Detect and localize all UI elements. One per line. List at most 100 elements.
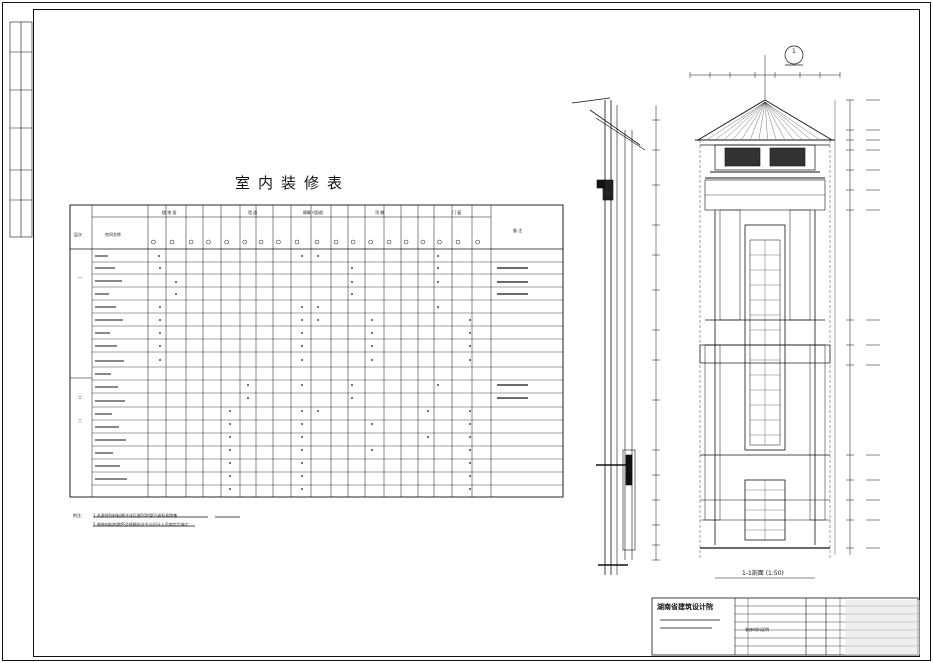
check-mark <box>301 319 303 321</box>
check-mark <box>371 332 373 334</box>
check-mark <box>301 449 303 451</box>
check-mark <box>351 293 353 295</box>
header-group-wall: 墙 面 <box>248 210 258 215</box>
check-mark <box>469 345 471 347</box>
check-mark <box>301 475 303 477</box>
check-mark <box>469 410 471 412</box>
roof-tile-line <box>764 101 777 140</box>
check-mark <box>159 267 161 269</box>
upper-window-right <box>769 147 806 167</box>
check-mark <box>301 306 303 308</box>
check-mark <box>301 488 303 490</box>
check-mark <box>159 359 161 361</box>
note-line-1: 1.本表所列材料做法详见湘2000J01省标准图集 <box>93 513 178 518</box>
header-legend-circle <box>258 239 264 245</box>
header-legend-circle <box>403 239 409 245</box>
header-legend-circle <box>169 239 175 245</box>
roof-tile-line <box>758 101 766 140</box>
check-mark <box>437 384 439 386</box>
header-legend-circle <box>314 239 320 245</box>
elevation-caption: 1-1剖面 (1:50) <box>742 570 784 577</box>
section-marker-circle <box>784 45 804 65</box>
titleblock-drawing-name: 装修材料说明 <box>745 627 769 632</box>
check-mark <box>159 306 161 308</box>
check-mark <box>301 255 303 257</box>
check-mark <box>351 384 353 386</box>
check-mark <box>317 410 319 412</box>
side-pier <box>809 344 826 521</box>
check-mark <box>301 384 303 386</box>
header-floor: 层次 <box>74 232 82 237</box>
check-mark <box>159 319 161 321</box>
side-pier <box>719 209 741 321</box>
check-mark <box>301 436 303 438</box>
check-mark <box>351 397 353 399</box>
header-legend-circle <box>294 239 300 245</box>
header-legend-circle <box>437 239 442 245</box>
header-legend-circle <box>475 239 480 245</box>
header-room: 房间名称 <box>105 232 121 237</box>
check-mark <box>371 449 373 451</box>
check-mark <box>229 475 231 477</box>
upper-band <box>714 144 816 171</box>
section-node <box>625 454 633 486</box>
check-mark <box>371 359 373 361</box>
header-group-floor: 楼 地 面 <box>162 210 177 215</box>
roof-tile-line <box>707 101 766 140</box>
header-legend-circle <box>224 239 229 245</box>
roof-eave-line <box>571 97 611 104</box>
roof-tile-line <box>764 101 802 140</box>
check-mark <box>437 281 439 283</box>
check-mark <box>229 436 231 438</box>
floor-label-1: 一 <box>78 275 82 280</box>
check-mark <box>229 488 231 490</box>
check-mark <box>469 436 471 438</box>
header-legend-circle <box>276 239 281 245</box>
sheet-border-inner <box>33 9 920 657</box>
upper-window-left <box>724 147 761 167</box>
check-mark <box>427 436 429 438</box>
roof-tile-line <box>764 101 819 140</box>
roof-tile-line <box>741 101 766 140</box>
roof-tile-line <box>764 101 785 140</box>
header-group-ceiling: 顶 棚 <box>375 210 385 215</box>
check-mark <box>371 423 373 425</box>
header-legend-circle <box>333 239 339 245</box>
check-mark <box>229 410 231 412</box>
note-line-2: 2.装修材料的颜色及规格由业主与设计人员商定后施工 <box>93 522 189 527</box>
check-mark <box>229 449 231 451</box>
check-mark <box>427 410 429 412</box>
check-mark <box>469 332 471 334</box>
check-mark <box>351 281 353 283</box>
roof-tile-line <box>733 101 766 140</box>
institute-name: 湖南省建筑设计院 <box>657 602 713 611</box>
roof-outline <box>696 99 834 141</box>
header-legend-circle <box>188 239 194 245</box>
check-mark <box>229 423 231 425</box>
roof-slope-line <box>595 117 646 151</box>
check-mark <box>437 267 439 269</box>
roof-slope-line <box>589 109 641 146</box>
header-legend-circle <box>242 239 248 245</box>
header-group-door: 门 窗 <box>452 210 462 215</box>
check-mark <box>301 462 303 464</box>
header-remark: 备 注 <box>513 228 523 233</box>
check-mark <box>301 359 303 361</box>
schedule-title: 室内装修表 <box>235 174 351 192</box>
check-mark <box>159 332 161 334</box>
check-mark <box>159 345 161 347</box>
check-mark <box>469 423 471 425</box>
check-mark <box>301 410 303 412</box>
check-mark <box>437 255 439 257</box>
check-mark <box>469 319 471 321</box>
floor-label-3: 三 <box>78 418 82 423</box>
check-mark <box>317 319 319 321</box>
check-mark <box>469 462 471 464</box>
header-legend-circle <box>420 239 426 245</box>
check-mark <box>317 306 319 308</box>
scan-smudge <box>845 600 920 655</box>
roof-tile-line <box>764 101 811 140</box>
